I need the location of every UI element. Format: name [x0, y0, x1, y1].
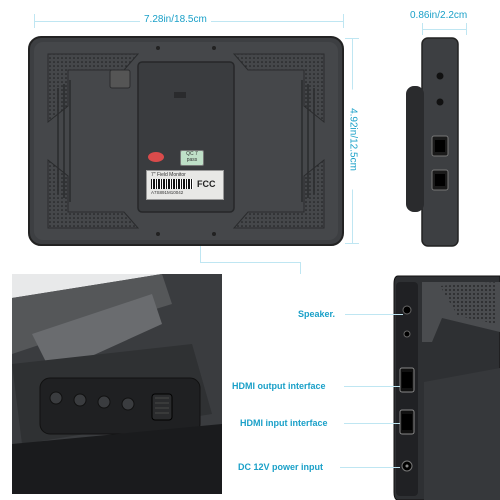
qc-text: QC 7 [186, 151, 198, 157]
hdmi-input-callout: HDMI input interface [240, 418, 328, 428]
monitor-side-view [406, 37, 459, 247]
buttons-detail-photo [12, 274, 222, 494]
monitor-back-view [28, 36, 344, 246]
width-label: 7.28in/18.5cm [140, 14, 211, 25]
detail-connector-drop [300, 262, 301, 274]
speaker-callout: Speaker. [298, 309, 336, 319]
detail-connector-horizontal [200, 262, 300, 263]
hdmi-output-leader [344, 386, 400, 387]
dc-power-callout: DC 12V power input [238, 462, 324, 472]
qc-sticker: QC 7 pass [180, 150, 204, 166]
back-label-sticker: 7" Field Monitor A7S891M10042 FCC [146, 170, 224, 200]
barcode [151, 179, 193, 189]
label-title: 7" Field Monitor [151, 172, 186, 178]
qc-status: pass [186, 157, 198, 163]
speaker-leader [345, 314, 403, 315]
depth-dimension-tick-left [422, 23, 423, 35]
label-serial: A7S891M10042 [151, 190, 184, 195]
depth-dimension-tick-right [466, 23, 467, 35]
width-dimension-tick-right [343, 14, 344, 28]
hdmi-input-leader [344, 423, 400, 424]
red-sticker [148, 152, 164, 162]
height-dimension-tick-top [345, 38, 359, 39]
hdmi-output-callout: HDMI output interface [232, 381, 326, 391]
height-label: 4.92in/12.5cm [347, 89, 359, 190]
dc-power-leader [340, 467, 400, 468]
ports-detail-photo [392, 272, 500, 500]
width-dimension-tick-left [34, 14, 35, 28]
height-dimension-tick-bottom [345, 243, 359, 244]
depth-dimension-line [422, 29, 467, 30]
depth-label: 0.86in/2.2cm [410, 10, 468, 21]
fcc-mark: FCC [197, 179, 216, 189]
